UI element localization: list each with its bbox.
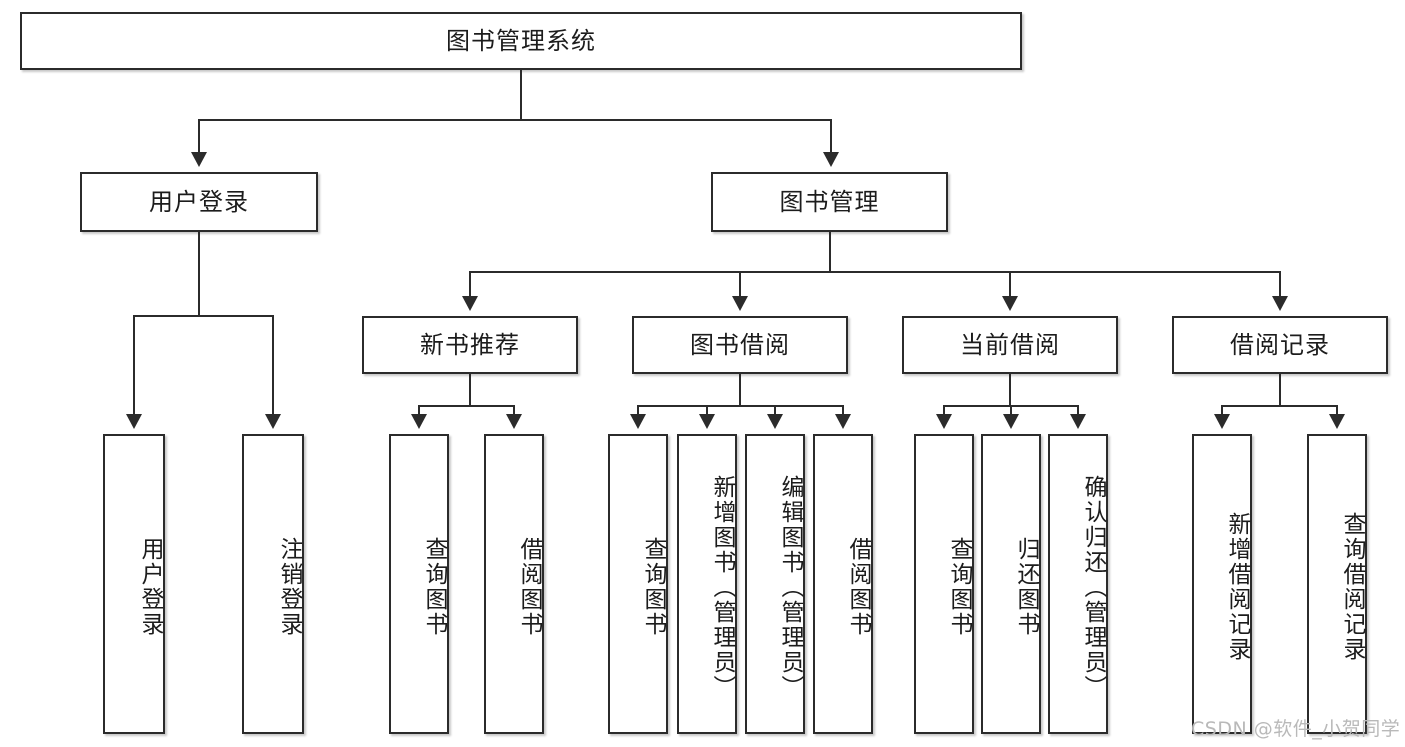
connector-borrow-drop-2 xyxy=(706,405,708,415)
connector-root-stem xyxy=(520,70,522,120)
connector-userlogin-stem xyxy=(198,232,200,316)
connector-borrow-drop-1 xyxy=(637,405,639,415)
node-label: 借阅图书 xyxy=(845,537,871,637)
node-root-system[interactable]: 图书管理系统 xyxy=(20,12,1022,70)
connector-records-stem xyxy=(1279,374,1281,406)
connector-bookmgmt-drop-2 xyxy=(739,271,741,297)
connector-bookmgmt-drop-3 xyxy=(1009,271,1011,297)
connector-current-drop-1 xyxy=(943,405,945,415)
node-label: 当前借阅 xyxy=(960,330,1060,359)
node-label: 新增图书（管理员） xyxy=(709,474,735,700)
connector-bookmgmt-stem xyxy=(829,232,831,272)
connector-userlogin-drop-2 xyxy=(272,315,274,415)
connector-newbook-bus xyxy=(418,405,514,407)
connector-current-drop-3 xyxy=(1077,405,1079,415)
leaf-records-query-record[interactable]: 查询借阅记录 xyxy=(1307,434,1367,734)
arrowhead-records-leaf-1 xyxy=(1214,414,1230,429)
leaf-current-query-book[interactable]: 查询图书 xyxy=(914,434,974,734)
arrowhead-userlogin-leaf-2 xyxy=(265,414,281,429)
connector-borrow-stem xyxy=(739,374,741,406)
node-book-borrow[interactable]: 图书借阅 xyxy=(632,316,848,374)
node-label: 查询图书 xyxy=(421,537,447,637)
node-borrow-records[interactable]: 借阅记录 xyxy=(1172,316,1388,374)
node-label: 注销登录 xyxy=(276,537,302,637)
arrowhead-bookmgmt-child-2 xyxy=(732,296,748,311)
connector-borrow-drop-3 xyxy=(774,405,776,415)
leaf-borrow-borrow-book[interactable]: 借阅图书 xyxy=(813,434,873,734)
connector-bookmgmt-bus xyxy=(469,271,1280,273)
node-label: 查询借阅记录 xyxy=(1339,512,1365,662)
connector-newbook-drop-1 xyxy=(418,405,420,415)
leaf-newbook-borrow-book[interactable]: 借阅图书 xyxy=(484,434,544,734)
node-label: 用户登录 xyxy=(137,537,163,637)
leaf-user-login[interactable]: 用户登录 xyxy=(103,434,165,734)
node-label: 图书借阅 xyxy=(690,330,790,359)
leaf-current-confirm-return-admin[interactable]: 确认归还（管理员） xyxy=(1048,434,1108,734)
leaf-borrow-query-book[interactable]: 查询图书 xyxy=(608,434,668,734)
node-label: 图书管理系统 xyxy=(446,26,596,55)
connector-current-drop-2 xyxy=(1010,405,1012,415)
connector-root-bus xyxy=(198,119,832,121)
arrowhead-current-leaf-1 xyxy=(936,414,952,429)
arrowhead-bookmgmt-child-1 xyxy=(462,296,478,311)
connector-userlogin-bus xyxy=(133,315,273,317)
leaf-current-return-book[interactable]: 归还图书 xyxy=(981,434,1041,734)
connector-bookmgmt-drop-1 xyxy=(469,271,471,297)
node-label: 借阅图书 xyxy=(516,537,542,637)
arrowhead-borrow-leaf-1 xyxy=(630,414,646,429)
connector-newbook-stem xyxy=(469,374,471,406)
arrowhead-bookmgmt-child-4 xyxy=(1272,296,1288,311)
node-label: 查询图书 xyxy=(640,537,666,637)
node-new-book-recommend[interactable]: 新书推荐 xyxy=(362,316,578,374)
node-label: 借阅记录 xyxy=(1230,330,1330,359)
arrowhead-userlogin-leaf-1 xyxy=(126,414,142,429)
node-current-borrow[interactable]: 当前借阅 xyxy=(902,316,1118,374)
arrowhead-newbook-leaf-1 xyxy=(411,414,427,429)
node-label: 用户登录 xyxy=(149,187,249,216)
node-label: 新增借阅记录 xyxy=(1224,512,1250,662)
connector-borrow-drop-4 xyxy=(842,405,844,415)
connector-records-drop-1 xyxy=(1221,405,1223,415)
connector-current-stem xyxy=(1009,374,1011,406)
leaf-user-logout[interactable]: 注销登录 xyxy=(242,434,304,734)
arrowhead-borrow-leaf-3 xyxy=(767,414,783,429)
leaf-borrow-add-book-admin[interactable]: 新增图书（管理员） xyxy=(677,434,737,734)
node-label: 编辑图书（管理员） xyxy=(777,474,803,700)
arrowhead-borrow-leaf-4 xyxy=(835,414,851,429)
node-label: 确认归还（管理员） xyxy=(1080,474,1106,700)
node-label: 查询图书 xyxy=(946,537,972,637)
arrowhead-current-leaf-2 xyxy=(1003,414,1019,429)
arrowhead-bookmgmt-child-3 xyxy=(1002,296,1018,311)
connector-borrow-bus xyxy=(637,405,843,407)
node-label: 归还图书 xyxy=(1013,537,1039,637)
connector-root-to-user xyxy=(198,119,200,153)
arrowhead-current-leaf-3 xyxy=(1070,414,1086,429)
node-label: 新书推荐 xyxy=(420,330,520,359)
arrowhead-records-leaf-2 xyxy=(1329,414,1345,429)
leaf-borrow-edit-book-admin[interactable]: 编辑图书（管理员） xyxy=(745,434,805,734)
csdn-watermark: CSDN @软件_小贺同学 xyxy=(1191,718,1401,740)
node-label: 图书管理 xyxy=(779,187,880,216)
connector-records-drop-2 xyxy=(1336,405,1338,415)
connector-root-to-book xyxy=(830,119,832,153)
node-user-login[interactable]: 用户登录 xyxy=(80,172,318,232)
node-book-management[interactable]: 图书管理 xyxy=(711,172,948,232)
leaf-newbook-query-book[interactable]: 查询图书 xyxy=(389,434,449,734)
connector-records-bus xyxy=(1221,405,1337,407)
connector-userlogin-drop-1 xyxy=(133,315,135,415)
arrowhead-newbook-leaf-2 xyxy=(506,414,522,429)
connector-bookmgmt-drop-4 xyxy=(1279,271,1281,297)
arrowhead-root-to-user xyxy=(191,152,207,167)
arrowhead-borrow-leaf-2 xyxy=(699,414,715,429)
leaf-records-add-record[interactable]: 新增借阅记录 xyxy=(1192,434,1252,734)
arrowhead-root-to-book xyxy=(823,152,839,167)
connector-newbook-drop-2 xyxy=(513,405,515,415)
